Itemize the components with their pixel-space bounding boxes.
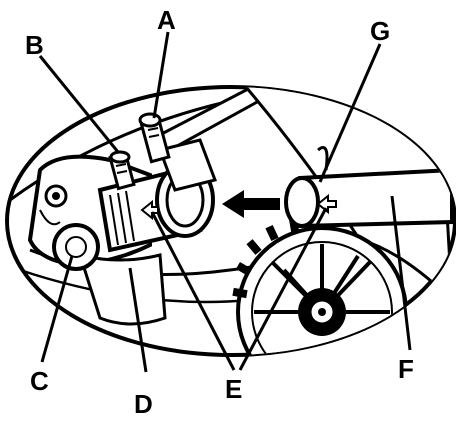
callout-e: E <box>225 374 242 404</box>
callout-d: D <box>134 389 153 419</box>
callout-g: G <box>370 16 390 46</box>
callout-f: F <box>398 354 414 384</box>
callout-c: C <box>30 366 49 396</box>
callout-a: A <box>157 5 176 35</box>
callout-b: B <box>25 30 44 60</box>
